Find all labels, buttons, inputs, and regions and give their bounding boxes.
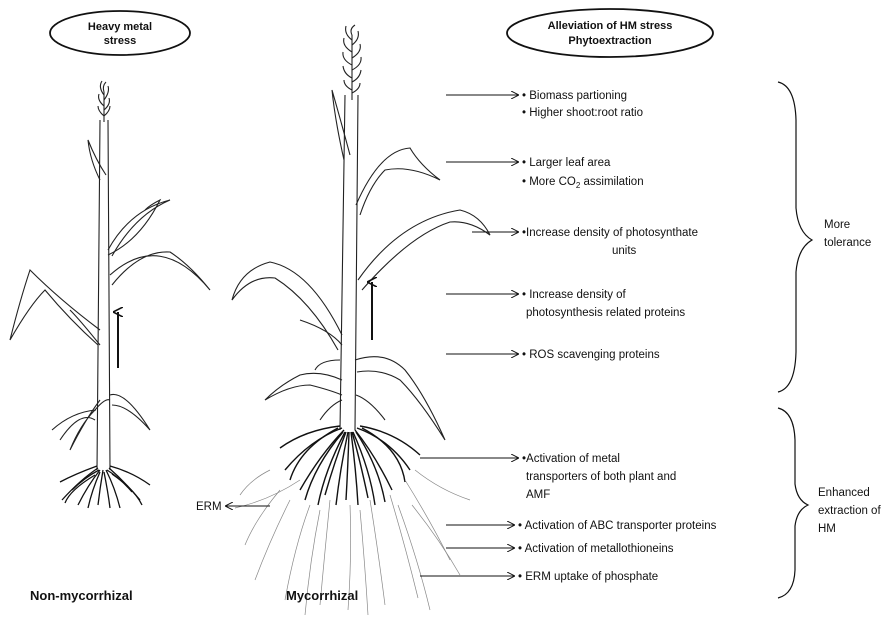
alleviation-line2: Phytoextraction: [568, 35, 651, 47]
extraction-label-1: Enhanced: [818, 487, 870, 499]
effect-biomass-2: • Higher shoot:root ratio: [522, 107, 643, 119]
effect-leaf-2a: • More CO: [522, 176, 576, 188]
effect-biomass-1: • Biomass partioning: [522, 90, 627, 102]
effect-erm-uptake: • ERM uptake of phosphate: [518, 571, 658, 583]
heavy-metal-stress-oval: Heavy metal stress: [50, 11, 190, 55]
effect-photo-proteins-1: • Increase density of: [522, 289, 627, 301]
extraction-bracket: [778, 408, 808, 598]
effect-metallo: • Activation of metallothioneins: [518, 543, 674, 555]
effect-metal-1: •Activation of metal: [522, 453, 620, 465]
left-roots: [60, 466, 150, 508]
non-mycorrhizal-plant: [10, 81, 210, 508]
tolerance-bracket: [778, 82, 812, 392]
right-roots: [280, 426, 420, 505]
extraction-label-2: extraction of: [818, 505, 881, 517]
effect-leaf-2b: assimilation: [580, 176, 643, 188]
alleviation-oval: Alleviation of HM stress Phytoextraction: [507, 9, 713, 57]
heavy-metal-stress-line2: stress: [104, 35, 136, 47]
heavy-metal-stress-line1: Heavy metal: [88, 21, 152, 33]
effect-abc: • Activation of ABC transporter proteins: [518, 520, 717, 532]
effect-photo-proteins-2: photosynthesis related proteins: [526, 307, 685, 319]
effect-leaf-1: • Larger leaf area: [522, 157, 611, 169]
tolerance-label-1: More: [824, 219, 850, 231]
effect-ros: • ROS scavenging proteins: [522, 349, 660, 361]
effect-metal-2: transporters of both plant and: [526, 471, 676, 483]
erm-label: ERM: [196, 501, 222, 513]
non-mycorrhizal-label: Non-mycorrhizal: [30, 588, 133, 603]
effect-texts: • Biomass partioning • Higher shoot:root…: [518, 90, 717, 583]
effect-photo-units-2: units: [612, 245, 637, 257]
effect-arrows: [420, 95, 518, 576]
tolerance-label-2: tolerance: [824, 237, 871, 249]
left-panicle: [98, 81, 110, 122]
alleviation-line1: Alleviation of HM stress: [548, 20, 673, 32]
effect-leaf-2: • More CO2 assimilation: [522, 176, 644, 190]
mycorrhizal-label: Mycorrhizal: [286, 588, 358, 603]
extraction-label-3: HM: [818, 523, 836, 535]
effect-metal-3: AMF: [526, 489, 550, 501]
effect-photo-units-1: •Increase density of photosynthate: [522, 227, 698, 239]
mycorrhizal-plant: [232, 25, 490, 615]
right-panicle: [343, 25, 361, 100]
